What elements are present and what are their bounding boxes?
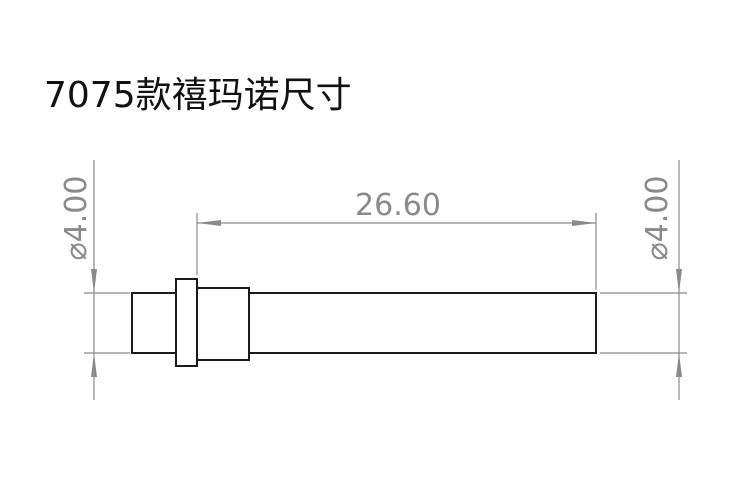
arrow-right-icon — [572, 220, 596, 226]
length-label: 26.60 — [355, 188, 441, 223]
pin-collar — [196, 287, 250, 361]
right-arrow-top-icon — [676, 269, 682, 293]
left-arrow-bottom-icon — [91, 353, 97, 377]
right-arrow-bottom-icon — [676, 353, 682, 377]
right-diameter-label: ⌀4.00 — [640, 176, 675, 261]
arrow-left-icon — [197, 220, 221, 226]
left-arrow-top-icon — [91, 269, 97, 293]
left-diameter-dimension — [84, 160, 130, 400]
pin-part — [131, 278, 597, 367]
pin-flange — [175, 278, 198, 367]
page-title: 7075款禧玛诺尺寸 — [44, 75, 352, 116]
pin-head — [131, 292, 177, 354]
pin-shaft — [248, 292, 597, 354]
left-diameter-label: ⌀4.00 — [59, 176, 94, 261]
length-dimension — [196, 213, 597, 290]
right-diameter-dimension — [600, 160, 687, 400]
